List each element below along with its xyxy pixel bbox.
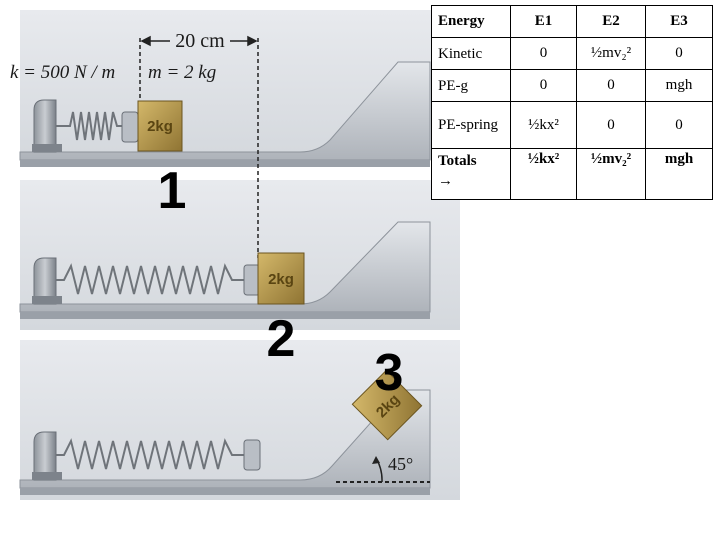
wall-post-1 (32, 99, 62, 153)
header-e1: E1 (510, 5, 577, 38)
spring-released (56, 438, 244, 470)
spring-plate-3 (243, 439, 261, 471)
cell-kinetic-e1: 0 (510, 37, 577, 70)
table-row-kinetic: Kinetic 0 ½mv₂² 0 (431, 37, 713, 70)
wall-post-2 (32, 257, 62, 305)
wall-post-3 (32, 431, 62, 481)
header-e3: E3 (645, 5, 713, 38)
table-header-row: Energy E1 E2 E3 (431, 5, 713, 38)
row-label-kinetic: Kinetic (431, 37, 511, 70)
header-e2: E2 (576, 5, 646, 38)
angle-marker (336, 456, 430, 483)
cell-pe-spring-e3: 0 (645, 101, 713, 149)
angle-label: 45° (388, 454, 413, 474)
stage-number-2: 2 (267, 310, 296, 368)
cell-pe-spring-e1: ½kx² (510, 101, 577, 149)
cell-kinetic-e2: ½mv₂² (576, 37, 646, 70)
cell-pe-spring-e2: 0 (576, 101, 646, 149)
header-energy: Energy (431, 5, 511, 38)
spring-relaxed (56, 263, 244, 295)
row-label-pe-g: PE-g (431, 69, 511, 102)
table-row-pe-g: PE-g 0 0 mgh (431, 69, 713, 102)
cell-totals-e2: ½mv₂² (576, 148, 646, 200)
track-3 (19, 389, 431, 495)
spring-plate-1 (121, 111, 139, 143)
totals-label: Totals (438, 153, 477, 169)
block-label-1: 2kg (147, 118, 173, 135)
energy-table: Energy E1 E2 E3 Kinetic 0 ½mv₂² 0 PE-g 0… (431, 5, 713, 200)
cell-pe-g-e3: mgh (645, 69, 713, 102)
cell-pe-g-e2: 0 (576, 69, 646, 102)
track-1 (19, 61, 431, 167)
cell-kinetic-e3: 0 (645, 37, 713, 70)
mass-label: m = 2 kg (148, 62, 216, 83)
spring-compressed (56, 111, 122, 141)
table-row-pe-spring: PE-spring ½kx² 0 0 (431, 101, 713, 149)
block-label-2: 2kg (268, 271, 294, 288)
spring-constant-label: k = 500 N / m (10, 62, 115, 83)
dimension-arrow (140, 35, 258, 47)
stage-number-1: 1 (158, 162, 187, 220)
cell-totals-e1: ½kx² (510, 148, 577, 200)
cell-pe-g-e1: 0 (510, 69, 577, 102)
mass-block-2: 2kg (257, 252, 305, 305)
row-label-pe-spring: PE-spring (431, 101, 511, 149)
right-arrow-icon: → (438, 173, 453, 189)
stage-number-3: 3 (375, 344, 404, 402)
mass-block-1: 2kg (137, 100, 183, 152)
mass-block-3: 2kg (351, 369, 423, 441)
table-row-totals: Totals → ½kx² ½mv₂² mgh (431, 148, 713, 200)
spring-ramp-diagram: 2kg 20 cm k = 500 N / m m = 2 kg 1 2kg 2 (10, 10, 460, 500)
cell-totals-e3: mgh (645, 148, 713, 200)
row-label-totals: Totals → (431, 148, 511, 200)
distance-label: 20 cm (175, 30, 225, 52)
